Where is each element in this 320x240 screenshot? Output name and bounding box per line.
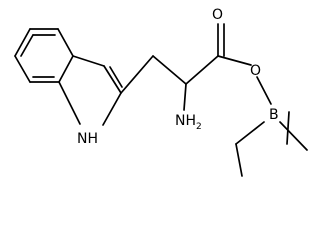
bond bbox=[286, 111, 290, 145]
bond bbox=[14, 28, 31, 57]
benzene-ring bbox=[14, 28, 74, 83]
bond bbox=[57, 28, 74, 57]
amine-label-main: NH bbox=[175, 113, 196, 129]
bond bbox=[279, 121, 308, 151]
carbonyl-oxygen-label: O bbox=[212, 7, 223, 23]
bond bbox=[72, 55, 105, 67]
pyrrole-ring bbox=[58, 55, 123, 126]
bond bbox=[58, 81, 81, 125]
bond bbox=[235, 143, 243, 177]
bond bbox=[217, 55, 252, 66]
bond bbox=[183, 83, 187, 111]
bond bbox=[14, 55, 31, 83]
molecule-structure-diagram: NH O O B NH2 bbox=[14, 7, 308, 177]
bond bbox=[58, 55, 74, 83]
bond bbox=[235, 121, 265, 145]
ester-oxygen-label: O bbox=[250, 63, 261, 79]
nh-label: NH bbox=[77, 131, 98, 147]
side-chain bbox=[120, 23, 252, 111]
amine-label: NH2 bbox=[175, 113, 202, 132]
bond bbox=[152, 55, 187, 85]
bond bbox=[103, 65, 122, 94]
diethylborane-group bbox=[235, 76, 308, 177]
double-bond-inner bbox=[20, 34, 34, 57]
amine-label-subscript: 2 bbox=[196, 122, 202, 132]
boron-label: B bbox=[269, 107, 279, 123]
bond bbox=[102, 92, 122, 126]
bond bbox=[109, 66, 123, 88]
bond bbox=[185, 55, 219, 85]
bond bbox=[120, 55, 154, 94]
bond bbox=[256, 76, 272, 105]
atom-labels: NH O O B NH2 bbox=[77, 7, 279, 147]
